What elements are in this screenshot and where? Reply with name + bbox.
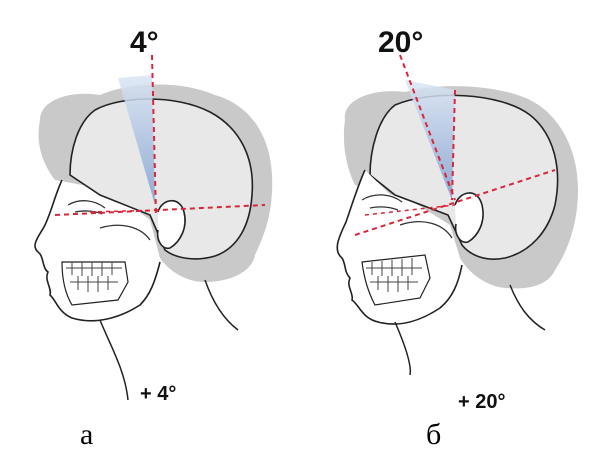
panel-b-caption: б xyxy=(426,418,441,452)
panel-b-angle-top: 20° xyxy=(378,26,423,59)
panel-b-angle-bottom: + 20° xyxy=(458,391,505,413)
panel-a: 4° + 4° xyxy=(35,26,272,405)
panel-b: 20° + 20° xyxy=(337,26,578,413)
panel-a-angle-top: 4° xyxy=(130,26,159,59)
panel-a-angle-bottom: + 4° xyxy=(140,383,176,405)
panel-a-caption: а xyxy=(80,418,93,452)
